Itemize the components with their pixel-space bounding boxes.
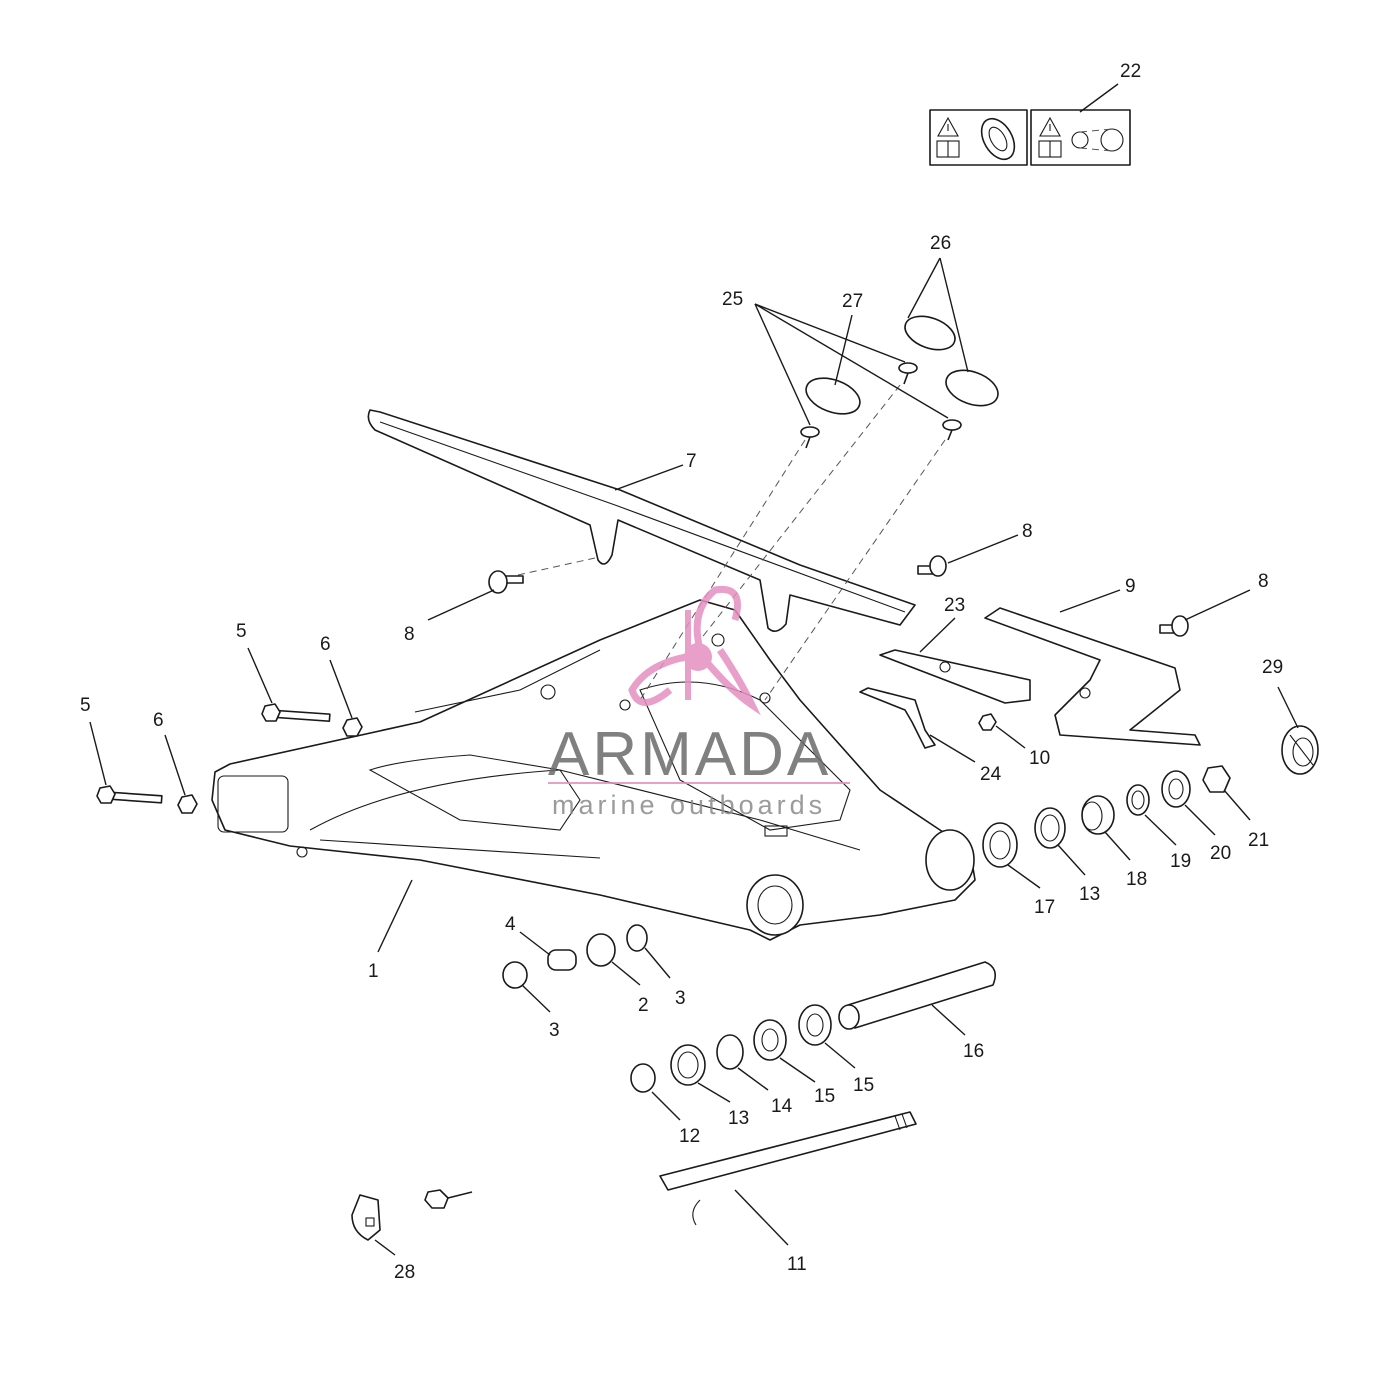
part-label: 8 bbox=[1258, 571, 1269, 592]
part-label: 28 bbox=[394, 1262, 415, 1283]
part-label: 1 bbox=[368, 961, 379, 982]
part-label: 7 bbox=[686, 451, 697, 472]
part-label: 26 bbox=[930, 233, 951, 254]
part-label: 27 bbox=[842, 291, 863, 312]
part-label: 6 bbox=[153, 710, 164, 731]
bolt-part bbox=[917, 555, 947, 577]
part-label: 9 bbox=[1125, 576, 1136, 597]
chain-slipper-part bbox=[984, 607, 1201, 746]
nut-part bbox=[177, 794, 198, 814]
bush-part bbox=[586, 933, 616, 967]
part-label: 5 bbox=[236, 621, 247, 642]
washer-part bbox=[753, 1019, 787, 1061]
chain-guide-bracket-part bbox=[859, 687, 936, 749]
nut-part bbox=[1202, 765, 1231, 793]
part-label: 15 bbox=[853, 1075, 874, 1096]
warning-triangle-icon bbox=[1038, 116, 1062, 158]
nut-part bbox=[978, 713, 997, 731]
long-bolt-part bbox=[96, 785, 163, 804]
part-label: 17 bbox=[1034, 897, 1055, 918]
circlip-part bbox=[716, 1034, 744, 1070]
part-label: 21 bbox=[1248, 830, 1269, 851]
part-label: 25 bbox=[722, 289, 743, 310]
part-label: 23 bbox=[944, 595, 965, 616]
part-label: 20 bbox=[1210, 843, 1231, 864]
watermark-subtitle: marine outboards bbox=[552, 790, 826, 820]
armada-watermark: ARMADA marine outboards bbox=[548, 585, 850, 820]
chain-icon bbox=[1071, 128, 1124, 152]
warning-triangle-icon bbox=[936, 116, 960, 158]
part-label: 22 bbox=[1120, 61, 1141, 82]
part-label: 13 bbox=[728, 1108, 749, 1129]
chain-adjuster-part bbox=[1281, 725, 1319, 775]
washer-part bbox=[798, 1004, 832, 1046]
part-label: 8 bbox=[404, 624, 415, 645]
part-label: 8 bbox=[1022, 521, 1033, 542]
part-label: 13 bbox=[1079, 884, 1100, 905]
part-number-labels: 22 26 25 27 7 8 8 8 9 23 29 10 24 5 6 5 … bbox=[80, 61, 1283, 1283]
cover-cap-part bbox=[805, 377, 861, 415]
screw-part bbox=[942, 419, 962, 441]
warning-labels-group bbox=[929, 109, 1131, 166]
part-label: 16 bbox=[963, 1041, 984, 1062]
warning-manual-chain-label bbox=[1030, 109, 1131, 166]
part-label: 10 bbox=[1029, 748, 1050, 769]
screw-part bbox=[898, 362, 918, 385]
part-label: 3 bbox=[549, 1020, 560, 1041]
swingarm-part bbox=[211, 599, 976, 941]
spacer-part bbox=[982, 822, 1018, 868]
part-label: 4 bbox=[505, 914, 516, 935]
bearing-part bbox=[670, 1044, 706, 1086]
nut-part bbox=[424, 1189, 473, 1209]
tyre-icon bbox=[980, 117, 1016, 161]
part-label: 5 bbox=[80, 695, 91, 716]
nut-part bbox=[342, 717, 363, 737]
part-label: 11 bbox=[787, 1254, 807, 1275]
pivot-spindle-part bbox=[659, 1111, 917, 1226]
chain-guard-part bbox=[367, 409, 916, 632]
seal-part bbox=[626, 924, 648, 952]
part-label: 3 bbox=[675, 988, 686, 1009]
bush-part bbox=[1126, 784, 1150, 816]
bolt-part bbox=[488, 570, 524, 594]
locknut-part bbox=[351, 1194, 381, 1241]
part-label: 15 bbox=[814, 1086, 835, 1107]
watermark-title: ARMADA bbox=[548, 720, 831, 789]
sleeve-part bbox=[547, 949, 577, 971]
bearing-part bbox=[1034, 807, 1066, 849]
spindle-tube-part bbox=[838, 961, 996, 1030]
long-bolt-part bbox=[261, 703, 331, 722]
part-label: 24 bbox=[980, 764, 1002, 785]
cover-cap-part bbox=[945, 369, 999, 407]
bolt-part bbox=[1159, 615, 1189, 637]
washer-part bbox=[1161, 770, 1191, 808]
chain-guide-upper-part bbox=[879, 649, 1031, 704]
leader-lines bbox=[89, 83, 1299, 1256]
part-label: 12 bbox=[679, 1126, 700, 1147]
cover-cap-part bbox=[904, 315, 956, 351]
part-label: 19 bbox=[1170, 851, 1191, 872]
screw-part bbox=[800, 426, 820, 449]
part-label: 29 bbox=[1262, 657, 1283, 678]
part-label: 18 bbox=[1126, 869, 1147, 890]
part-label: 6 bbox=[320, 634, 331, 655]
seal-part bbox=[502, 961, 528, 989]
part-label: 14 bbox=[771, 1096, 793, 1117]
part-label: 2 bbox=[638, 995, 649, 1016]
washer-part bbox=[630, 1063, 656, 1093]
propeller-logo-icon bbox=[628, 585, 761, 716]
